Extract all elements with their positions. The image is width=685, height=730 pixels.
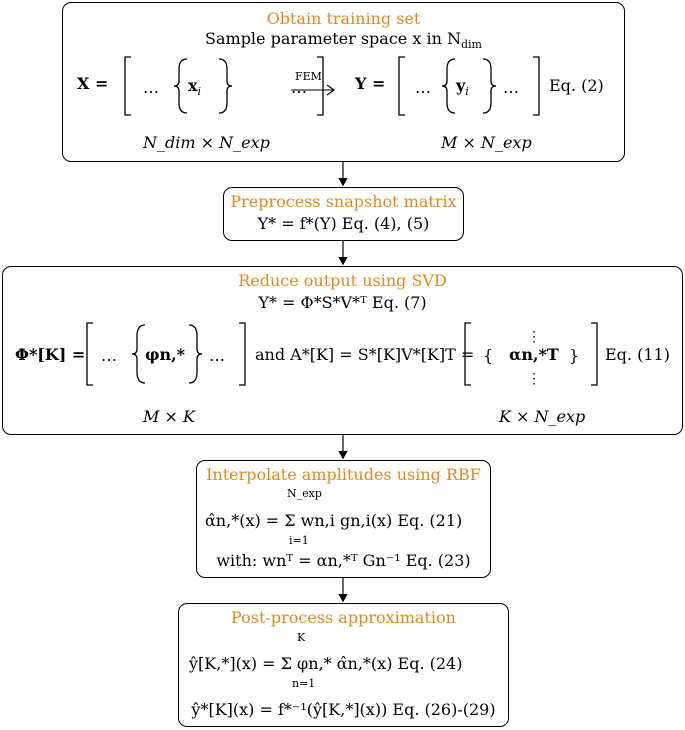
sum-lower-limit: i=1 (289, 534, 309, 547)
svg-text:…: … (415, 78, 431, 97)
step-title: Post-process approximation (231, 608, 456, 627)
step-interpolate-rbf: Interpolate amplitudes using RBF N_exp α… (196, 460, 491, 578)
step-obtain-training-set: Obtain training set Sample parameter spa… (62, 2, 625, 162)
step-preprocess: Preprocess snapshot matrix Y* = f*(Y) Eq… (223, 187, 464, 241)
preprocess-formula: Y* = f*(Y) Eq. (4), (5) (257, 214, 430, 233)
phi-matrix-brackets: … … (86, 322, 246, 386)
y-entry: y (456, 76, 466, 95)
step-reduce-svd: Reduce output using SVD Y* = Φ*S*V*ᵀ Eq.… (2, 266, 683, 435)
fem-arrow (291, 84, 335, 96)
amplitude-definition: and A*[K] = S*[K]V*[K]T = (255, 345, 475, 364)
sum-lower-limit: n=1 (292, 677, 316, 690)
step-title: Reduce output using SVD (238, 271, 447, 290)
matrix-y-brackets: … … (398, 56, 540, 116)
y-entry-sub: i (465, 85, 469, 99)
svg-text:⋮: ⋮ (527, 329, 541, 345)
matrix-y-lhs: Y = (355, 74, 386, 93)
eq-2: Eq. (2) (549, 76, 604, 95)
sample-line: Sample parameter space x in N (205, 29, 461, 48)
reconstruction-formula: ŷ[K,*](x) = Σ φn,* α̂n,*(x) Eq. (24) (189, 654, 463, 673)
alpha-matrix-brackets: { } ⋮ ⋮ (464, 322, 598, 387)
fem-label: FEM (295, 70, 322, 83)
phi-entry: φn,* (145, 345, 186, 364)
svg-text:…: … (143, 78, 159, 97)
sum-upper-limit: N_exp (287, 487, 322, 500)
step-title: Obtain training set (266, 9, 421, 28)
step-title: Preprocess snapshot matrix (230, 192, 457, 211)
step-post-process: Post-process approximation K ŷ[K,*](x) =… (178, 603, 509, 727)
eq-11: Eq. (11) (605, 345, 670, 364)
svg-text:⋮: ⋮ (527, 371, 541, 387)
matrix-x-brackets: … … (124, 56, 324, 116)
svg-text:…: … (101, 346, 117, 365)
sample-text: Sample parameter space x in Ndim (63, 29, 624, 52)
dim-label-x: N_dim × N_exp (143, 133, 270, 152)
step-title: Interpolate amplitudes using RBF (206, 465, 481, 484)
svd-formula: Y* = Φ*S*V*ᵀ Eq. (7) (258, 293, 427, 312)
svg-text:{: { (483, 346, 493, 365)
alpha-entry: αn,*T (509, 345, 559, 364)
dim-label-phi: M × K (143, 407, 195, 426)
phi-lhs: Φ*[K] = (15, 345, 86, 364)
inverse-transform-formula: ŷ*[K](x) = f*⁻¹(ŷ[K,*](x)) Eq. (26)-(29) (191, 700, 496, 719)
matrix-x-entry: xi (188, 76, 202, 99)
matrix-y-entry: yi (456, 76, 469, 99)
dim-sub: dim (460, 38, 482, 52)
svg-text:…: … (503, 78, 519, 97)
matrix-x-lhs: X = (77, 74, 109, 93)
svg-text:…: … (291, 78, 307, 97)
x-entry-sub: i (197, 85, 202, 99)
svg-text:}: } (569, 346, 579, 365)
dim-label-alpha: K × N_exp (499, 407, 586, 426)
rbf-formula: α̂n,*(x) = Σ wn,i gn,i(x) Eq. (21) (205, 511, 463, 530)
x-entry: x (188, 76, 198, 95)
sum-upper-limit: K (297, 631, 306, 644)
rbf-weights: with: wnᵀ = αn,*ᵀ Gn⁻¹ Eq. (23) (216, 551, 471, 570)
svg-text:…: … (209, 346, 225, 365)
dim-label-y: M × N_exp (441, 133, 532, 152)
